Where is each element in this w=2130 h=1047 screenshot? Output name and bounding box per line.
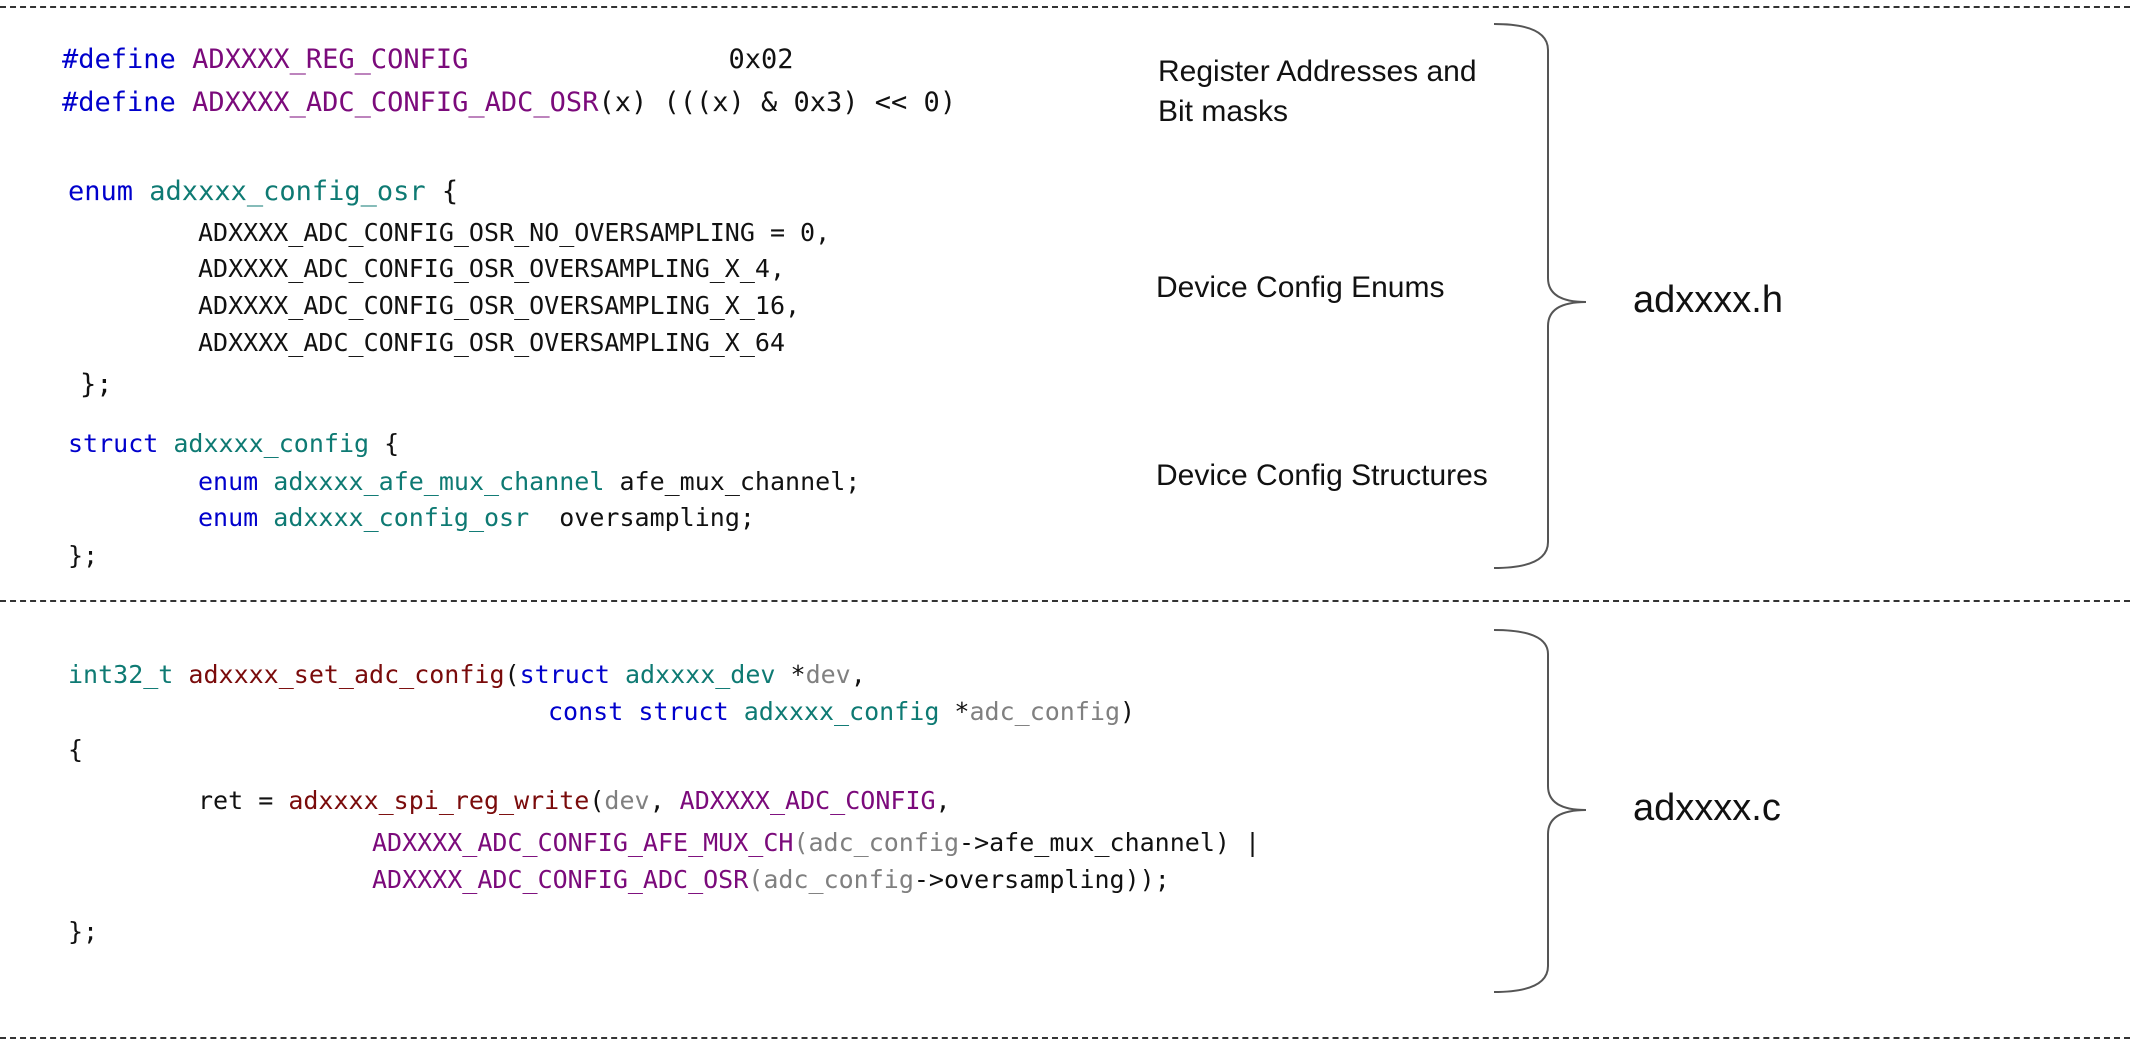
bottom-separator: [0, 1037, 2130, 1039]
enum-member: ADXXXX_ADC_CONFIG_OSR_OVERSAMPLING_X_64: [198, 328, 785, 357]
function-open-brace: {: [68, 735, 84, 764]
function-close-brace: };: [68, 917, 99, 946]
define-reg-config: #define ADXXXX_REG_CONFIG 0x02: [62, 44, 794, 75]
header-curly-brace: [1493, 23, 1587, 569]
define-adc-osr: #define ADXXXX_ADC_CONFIG_ADC_OSR(x) (((…: [62, 87, 957, 118]
annotation-config-enums: Device Config Enums: [1156, 271, 1445, 304]
oversampling-arg: ADXXXX_ADC_CONFIG_ADC_OSR(adc_config->ov…: [372, 865, 1170, 894]
enum-member: ADXXXX_ADC_CONFIG_OSR_OVERSAMPLING_X_4,: [198, 254, 785, 283]
enum-member: ADXXXX_ADC_CONFIG_OSR_OVERSAMPLING_X_16,: [198, 291, 801, 320]
source-curly-brace: [1493, 629, 1587, 993]
file-label-source: adxxxx.c: [1633, 787, 1781, 829]
enum-declaration: enum adxxxx_config_osr {: [68, 176, 459, 207]
function-param-adc-config: const struct adxxxx_config *adc_config): [548, 697, 1136, 726]
struct-declaration: struct adxxxx_config {: [68, 429, 400, 458]
struct-field: enum adxxxx_config_osr oversampling;: [198, 503, 755, 532]
function-signature: int32_t adxxxx_set_adc_config(struct adx…: [68, 660, 866, 689]
mux-channel-arg: ADXXXX_ADC_CONFIG_AFE_MUX_CH(adc_config-…: [372, 828, 1261, 857]
file-label-header: adxxxx.h: [1633, 279, 1783, 321]
enum-close: };: [80, 369, 113, 400]
annotation-config-structures: Device Config Structures: [1156, 459, 1488, 492]
struct-close: };: [68, 541, 99, 570]
middle-separator: [0, 600, 2130, 602]
spi-write-call: ret = adxxxx_spi_reg_write(dev, ADXXXX_A…: [198, 786, 951, 815]
enum-member: ADXXXX_ADC_CONFIG_OSR_NO_OVERSAMPLING = …: [198, 218, 831, 247]
top-separator: [0, 6, 2130, 8]
struct-field: enum adxxxx_afe_mux_channel afe_mux_chan…: [198, 467, 861, 496]
